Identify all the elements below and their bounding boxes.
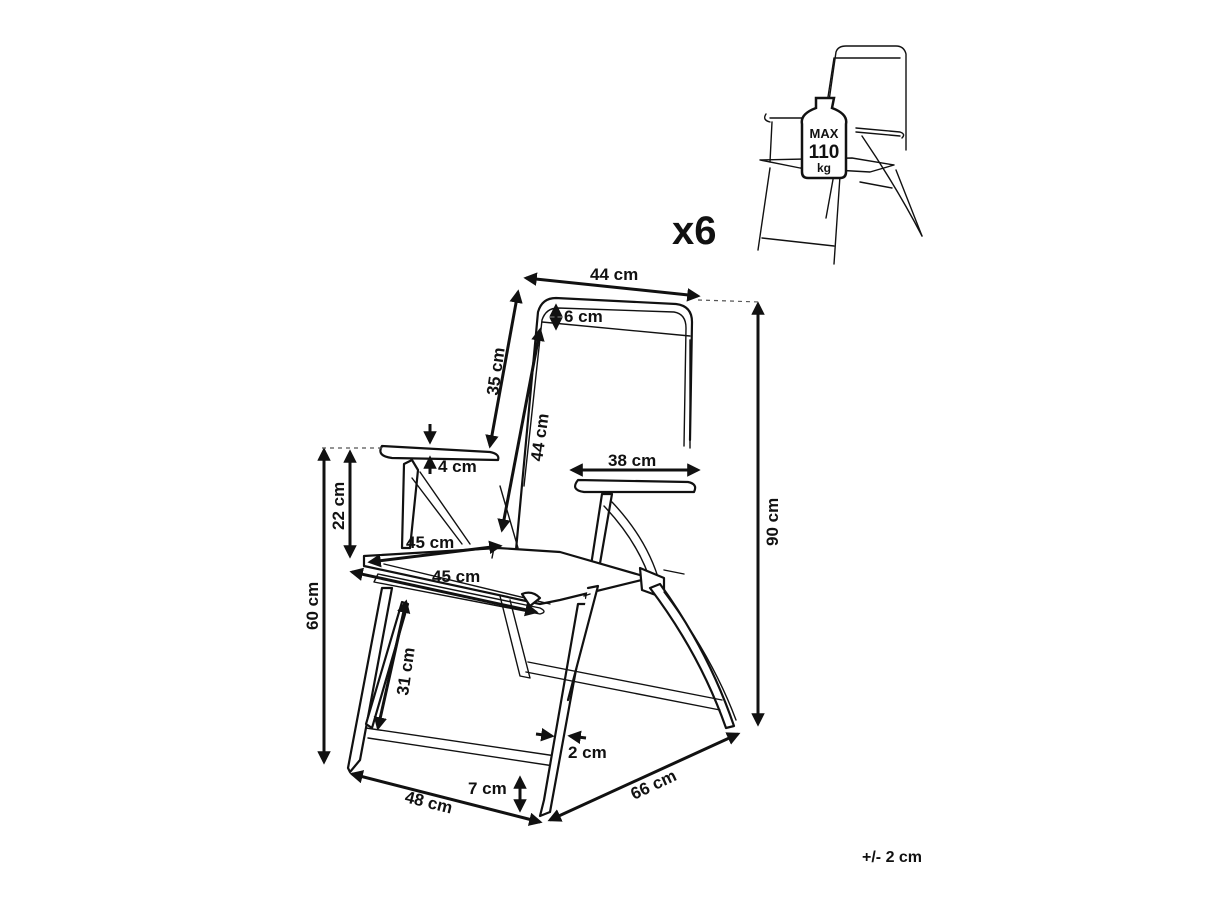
weight-badge-line3: kg [817, 161, 831, 175]
dim-top-width-label: 44 cm [590, 265, 638, 284]
dim-armrest-length-label: 38 cm [608, 451, 656, 470]
dimension-lines [317, 272, 765, 826]
dim-seat-width-label: 45 cm [432, 567, 480, 586]
dim-foot-label: 7 cm [468, 779, 507, 798]
dim-seat-height-label: 60 cm [303, 582, 322, 630]
weight-badge-line2: 110 [809, 142, 840, 163]
quantity-label: x6 [672, 209, 717, 253]
dim-back-upper-label: 35 cm [483, 346, 509, 396]
dim-headband-label: 6 cm [564, 307, 603, 326]
weight-badge-bottle-icon: MAX 110 kg [800, 96, 848, 180]
thumbnail-chair-illustration [757, 45, 923, 265]
dim-tube-label: 2 cm [568, 743, 607, 762]
dim-seat-depth-label: 45 cm [406, 533, 454, 552]
dim-total-height-label: 90 cm [763, 498, 782, 546]
dim-armrest-height-label: 22 cm [329, 482, 348, 530]
weight-badge-line1: MAX [810, 126, 839, 141]
tolerance-note: +/- 2 cm [862, 849, 922, 866]
dim-armrest-thickness-label: 4 cm [438, 457, 477, 476]
dim-leg-height-label: 31 cm [393, 646, 419, 696]
dim-base-width-label: 48 cm [403, 787, 454, 817]
